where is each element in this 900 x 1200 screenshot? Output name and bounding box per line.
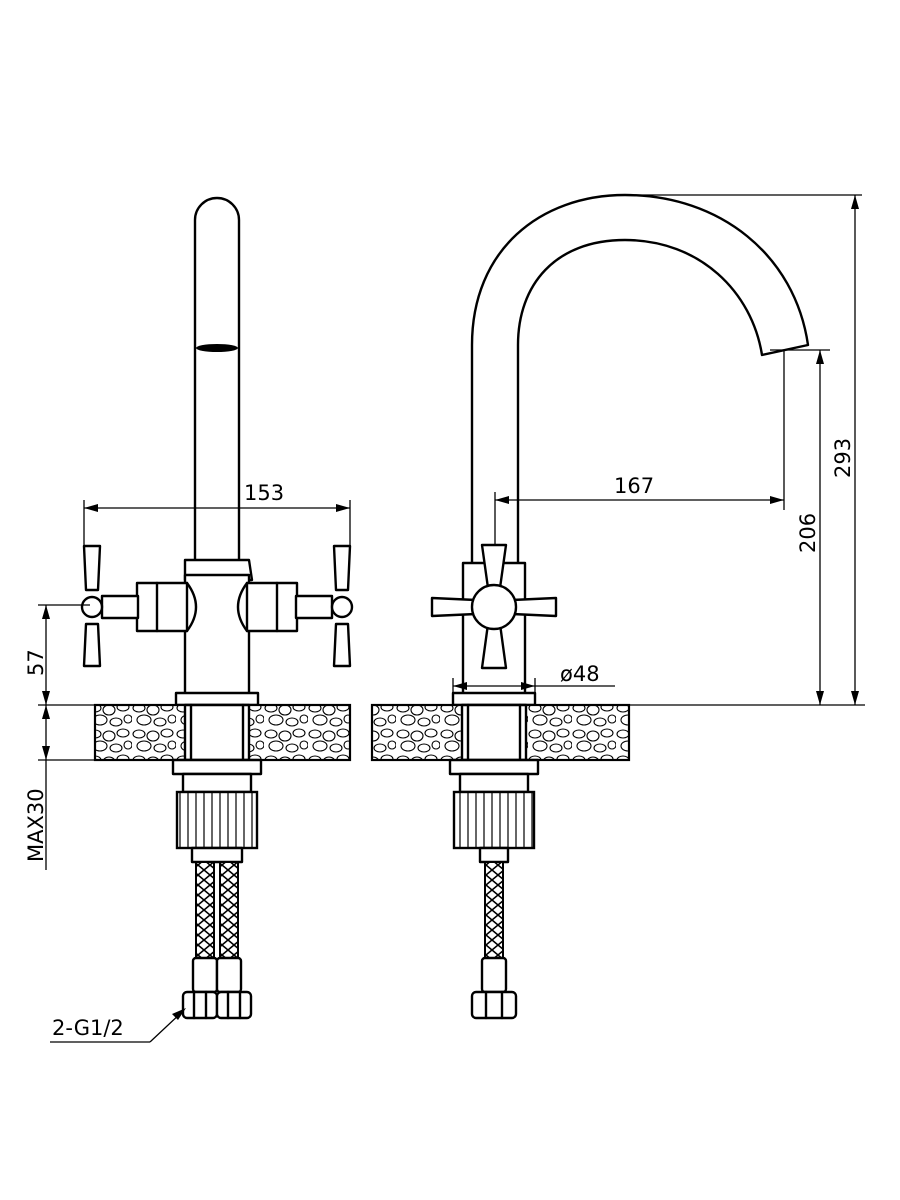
front-washer [171,758,263,776]
front-spout-tube [193,196,241,562]
front-nut-collar [181,772,253,794]
front-hose-left [195,861,215,959]
front-body-curve-right [236,581,249,633]
side-nut-collar [458,772,530,794]
side-mounting-nut [452,790,536,850]
dim-base-diameter [452,678,615,693]
dim-body-height [38,604,100,706]
front-right-valve [245,581,299,633]
front-right-handle [330,544,354,668]
front-left-handle [80,544,104,668]
dim-total-height [530,194,865,706]
front-spout-ring [196,344,238,352]
dim-label-handle-span: 153 [244,481,284,505]
dim-handle-span [83,500,351,546]
dim-deck-thickness [38,705,100,870]
side-hose-ferrule [480,956,508,994]
side-view [370,193,810,1020]
dim-spout-clearance [770,349,830,705]
front-hose-fitting [190,846,244,864]
front-base-flange [174,691,260,707]
front-hose-ferrule-left [191,956,219,994]
front-hose-right [219,861,239,959]
side-cross-handle [430,543,558,670]
front-hose-nuts [181,990,253,1020]
dim-label-base-diameter: ø48 [560,662,600,686]
side-spout-outer [470,193,810,567]
front-left-stem [100,594,140,620]
front-body-column [183,573,251,697]
side-hose-fitting [478,846,510,864]
side-hose-nut [470,990,518,1020]
dim-inlet-leader [50,1008,186,1043]
dim-label-deck-thickness: MAX30 [24,788,48,862]
dim-label-inlet-thread: 2-G1/2 [52,1016,124,1040]
dim-label-spout-reach: 167 [614,474,654,498]
side-shank [460,703,528,762]
side-washer [448,758,540,776]
dim-spout-reach [494,492,784,545]
front-view [80,196,354,1020]
side-base-flange [451,691,537,707]
front-mounting-nut [175,790,259,850]
front-body-curve-left [185,581,198,633]
side-hose [484,861,504,959]
dim-label-total-height: 293 [831,438,855,478]
front-shank [183,703,251,762]
front-right-stem [294,594,334,620]
front-left-valve [135,581,189,633]
front-hose-ferrule-right [215,956,243,994]
dim-label-spout-clearance: 206 [796,513,820,553]
dimension-lines [38,194,865,1043]
dim-label-body-height: 57 [24,649,48,676]
